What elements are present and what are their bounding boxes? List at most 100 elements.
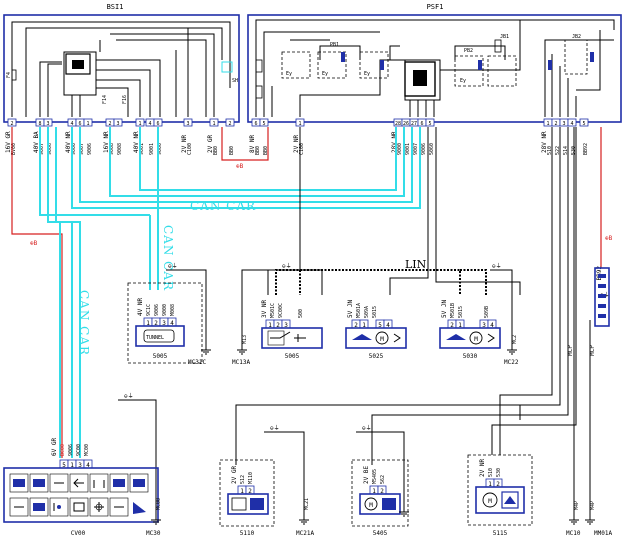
svg-text:TUNNEL: TUNNEL: [146, 335, 164, 341]
psf-fuse-icon: [478, 60, 482, 70]
svg-text:9006: 9006: [68, 444, 74, 456]
psf-fuse-box: [255, 59, 263, 73]
svg-text:1: 1: [70, 462, 74, 469]
component-5005-switch: 3V NR M501C 9C00C 500 1 2 3 5005: [261, 300, 323, 360]
connector-pin: [295, 118, 305, 127]
connector-pin-number: 6: [420, 121, 423, 127]
wire-code: 514: [563, 146, 569, 155]
wire-spec: 40V NR: [65, 131, 72, 153]
svg-text:2: 2: [248, 488, 252, 495]
red-wire-label: ⊕B: [236, 163, 244, 170]
wire-code: 9001: [139, 143, 145, 155]
psf-box: [247, 14, 622, 123]
connector-pin-number: 6: [78, 121, 81, 127]
svg-text:3V NR: 3V NR: [261, 300, 268, 318]
psf-fuse-icon: [548, 60, 552, 70]
lin-bus: [275, 269, 487, 295]
ground-label: MC21A: [296, 530, 314, 537]
wire-code: 9008: [109, 143, 115, 155]
svg-text:9C00C: 9C00C: [278, 303, 284, 318]
connector-pin-number: 5: [262, 121, 265, 127]
connector-pin-number: 3: [186, 121, 189, 127]
psf-small-label: Ey: [286, 71, 292, 77]
psf-relay: [487, 55, 517, 87]
wire-spec: 16V NR: [103, 131, 110, 153]
ground-label: MC22: [504, 359, 519, 366]
svg-text:3: 3: [162, 320, 166, 327]
connector-pin-number: 6: [254, 121, 257, 127]
connector-pin-number: 1: [86, 121, 89, 127]
svg-text:9006: 9006: [154, 304, 160, 316]
svg-text:M501A: M501A: [356, 303, 362, 318]
wire-spec: 16V GR: [5, 131, 12, 153]
ground-mc10: [569, 510, 579, 525]
svg-text:1: 1: [146, 320, 150, 327]
connector-pin-number: 2: [108, 121, 111, 127]
ground-label: MC10: [566, 530, 581, 537]
wire-code: BB0: [263, 146, 269, 155]
ground-mc22: [507, 340, 517, 355]
wire-code: 9006: [47, 143, 53, 155]
svg-text:1: 1: [488, 481, 492, 488]
ground-code: MC2: [512, 335, 518, 344]
svg-text:M501C: M501C: [270, 303, 276, 318]
connector-pin: [209, 118, 219, 127]
psf-relay: [564, 39, 588, 75]
svg-text:5: 5: [378, 322, 382, 329]
bsi-fuse-label: F16: [122, 95, 128, 104]
wire-spec: 8V NR: [249, 135, 256, 153]
pump-icon: [382, 498, 396, 510]
connector-pin-number: 3: [46, 121, 49, 127]
motor-icon: [375, 331, 389, 345]
wire-code: 9007: [79, 143, 85, 155]
ground-label: MC31C: [188, 359, 206, 366]
can-bus-label: CAN CAR: [161, 225, 175, 291]
component-5030-wiper: 5V JN M501B 5015 509B 2 1 3 4 M 5030: [439, 300, 501, 360]
connector-pin: [113, 118, 123, 127]
connector-pin-number: 5: [428, 121, 431, 127]
red-wire-label: ⊕B: [30, 240, 38, 247]
svg-text:509A: 509A: [364, 306, 370, 318]
psf-feed-wires: [235, 127, 577, 465]
can-bus-label: CAN CAR: [77, 290, 91, 356]
wire-code: 9007: [413, 143, 419, 155]
ground-symbol-label: ⊖⏚: [282, 263, 292, 270]
wire-code: 9000: [71, 143, 77, 155]
psf-module-chip: [404, 61, 436, 97]
svg-text:5015: 5015: [458, 306, 464, 318]
connector-pin-number: 2: [10, 121, 13, 127]
psf-fuse-icon: [590, 52, 594, 62]
svg-text:5V JN: 5V JN: [347, 300, 354, 318]
svg-text:5005: 5005: [153, 353, 168, 360]
connector-pin-number: 1: [298, 121, 301, 127]
connector-pin: [153, 118, 163, 127]
svg-text:5V JN: 5V JN: [441, 300, 448, 318]
connector-pin: [225, 118, 235, 127]
can-bus-wires: [39, 127, 421, 458]
mcp-label: MCP: [589, 345, 596, 356]
rear-wiper-icon: [501, 491, 519, 509]
svg-text:M110: M110: [248, 472, 254, 484]
psf-small-label: PB1: [330, 42, 339, 48]
wire-spec: 28V NR: [391, 131, 398, 153]
bsi-internal-wiring: [11, 21, 231, 117]
svg-text:1: 1: [372, 488, 376, 495]
ground-wires: [118, 127, 591, 510]
svg-text:2: 2: [154, 320, 158, 327]
connector-pin-number: 2: [228, 121, 231, 127]
red-wire-label: ⊕B: [605, 235, 613, 242]
connector-pin: [259, 118, 269, 127]
wire-spec: 2V NR: [181, 135, 188, 153]
wire-code: 510: [547, 146, 553, 155]
connector-pin: [425, 118, 435, 127]
svg-text:2: 2: [380, 488, 384, 495]
switch-icon: [270, 331, 306, 342]
svg-text:562: 562: [380, 475, 386, 484]
ground-symbol-label: ⊖⏚: [362, 425, 372, 432]
svg-text:509B: 509B: [484, 306, 490, 318]
spray-icon: [487, 333, 495, 343]
wire-spec: 40V BA: [33, 131, 40, 153]
